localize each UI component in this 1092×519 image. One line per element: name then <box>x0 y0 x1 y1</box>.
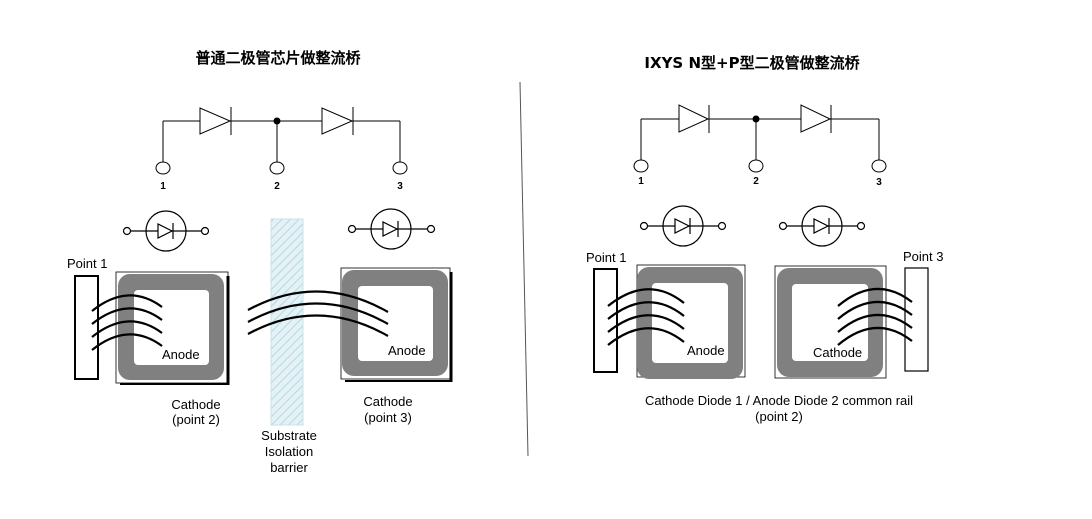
left-terminal-1 <box>155 161 171 175</box>
left-chip-2 <box>340 267 453 382</box>
right-rail-label-line1: Cathode Diode 1 / Anode Diode 2 common r… <box>645 393 913 408</box>
right-rail-label-line2: (point 2) <box>755 409 803 424</box>
right-terminal-1 <box>633 159 649 173</box>
left-terminal-1-label: 1 <box>160 181 166 192</box>
right-diode-icon-b <box>778 205 866 247</box>
left-current-lines-b <box>247 290 389 337</box>
left-cathode-p2-line2: (point 2) <box>172 412 220 427</box>
left-diode-1-symbol <box>199 107 232 135</box>
barrier-label-line2: Isolation <box>265 444 313 459</box>
left-terminal-2 <box>269 161 285 175</box>
right-diode-1-symbol <box>678 104 710 133</box>
right-terminal-3-label: 3 <box>876 177 882 188</box>
right-terminal-1-label: 1 <box>638 176 644 187</box>
right-panel: IXYS N型+P型二极管做整流桥 1 2 3 <box>586 54 943 424</box>
left-title: 普通二极管芯片做整流桥 <box>195 49 361 67</box>
right-point1-bar <box>593 268 618 373</box>
right-terminal-2 <box>748 159 764 173</box>
right-terminal-2-label: 2 <box>753 176 759 187</box>
left-terminal-3-label: 3 <box>397 181 403 192</box>
left-cathode-p2-line1: Cathode <box>171 397 220 412</box>
right-schematic <box>633 104 887 173</box>
right-point1-label: Point 1 <box>586 250 626 265</box>
left-diode-icon-a <box>122 210 210 252</box>
right-chip-1 <box>636 264 746 379</box>
right-current-lines-b <box>837 287 913 346</box>
left-schematic <box>155 107 408 175</box>
left-cathode-p3-line2: (point 3) <box>364 410 412 425</box>
right-title: IXYS N型+P型二极管做整流桥 <box>644 54 860 72</box>
right-cathode-label: Cathode <box>813 345 862 360</box>
left-anode-label-a: Anode <box>162 347 200 362</box>
panel-divider <box>519 81 529 457</box>
left-panel: 普通二极管芯片做整流桥 1 2 3 <box>67 49 453 475</box>
right-point3-bar <box>904 267 929 372</box>
left-diode-2-symbol <box>321 107 354 135</box>
right-point3-label: Point 3 <box>903 249 943 264</box>
right-current-lines-a <box>607 288 685 346</box>
right-diode-2-symbol <box>800 104 832 133</box>
right-diode-icon-a <box>639 205 727 247</box>
left-anode-label-b: Anode <box>388 343 426 358</box>
left-terminal-3 <box>392 161 408 175</box>
barrier-label-line1: Substrate <box>261 428 317 443</box>
left-terminal-2-label: 2 <box>274 181 280 192</box>
left-current-lines-a <box>91 294 163 351</box>
left-point1-label: Point 1 <box>67 256 107 271</box>
right-chip-2 <box>774 265 887 379</box>
right-anode-label: Anode <box>687 343 725 358</box>
barrier-label-line3: barrier <box>270 460 308 475</box>
left-point1-bar <box>74 275 99 380</box>
right-terminal-3 <box>871 159 887 173</box>
left-cathode-p3-line1: Cathode <box>363 394 412 409</box>
left-chip-1 <box>115 271 230 385</box>
left-diode-icon-b <box>347 208 436 250</box>
